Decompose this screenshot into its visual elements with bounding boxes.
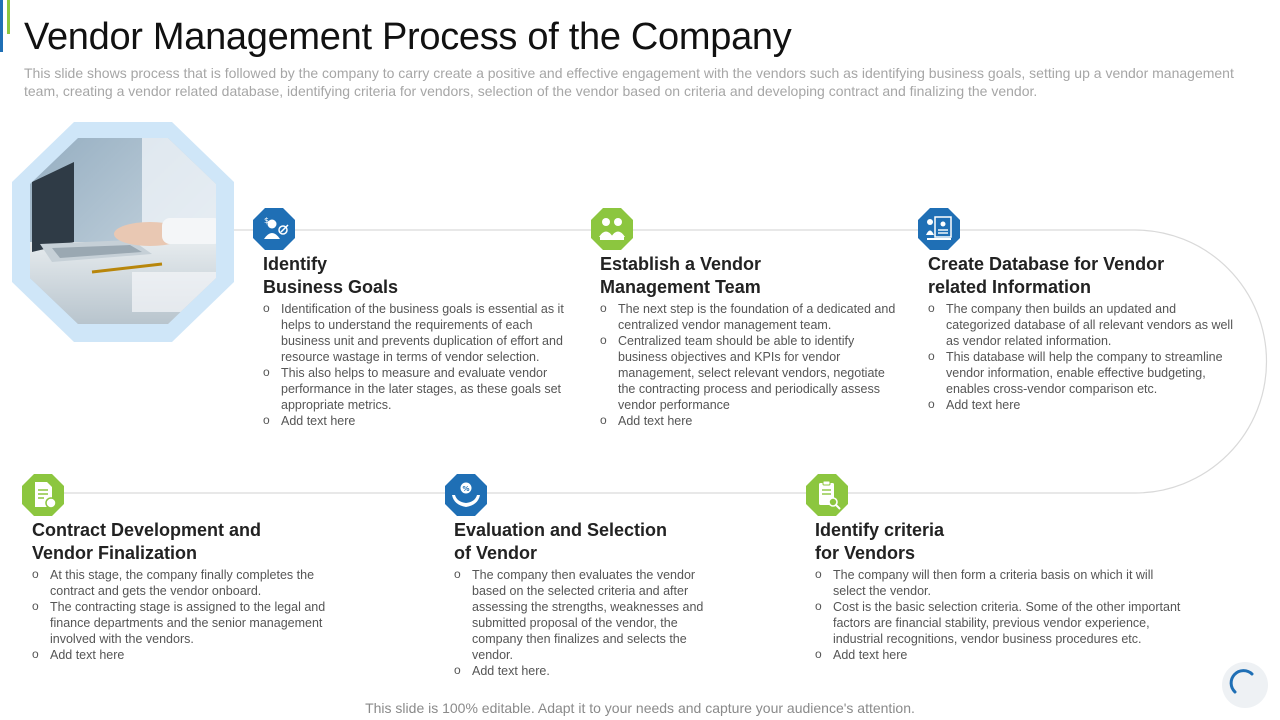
hands-percent-icon: % — [444, 473, 488, 517]
slide-subtitle: This slide shows process that is followe… — [24, 65, 1234, 99]
svg-text:$: $ — [264, 216, 269, 225]
slide-footer: This slide is 100% editable. Adapt it to… — [365, 700, 915, 716]
list-item: Add text here — [32, 646, 350, 663]
step-3-bullets: The company then builds an updated and c… — [928, 300, 1240, 413]
step-1-bullets: Identification of the business goals is … — [263, 300, 575, 429]
step-2-bullets: The next step is the foundation of a ded… — [600, 300, 905, 429]
list-item: The company will then form a criteria ba… — [815, 566, 1185, 599]
list-item: The company then builds an updated and c… — [928, 300, 1240, 349]
list-item: This also helps to measure and evaluate … — [263, 364, 575, 413]
database-icon — [917, 207, 961, 251]
team-icon — [590, 207, 634, 251]
step-5-bullets: The company then evaluates the vendor ba… — [454, 566, 726, 679]
list-item: This database will help the company to s… — [928, 348, 1240, 397]
accent-bar-blue — [0, 0, 3, 52]
accent-bar-green — [7, 0, 10, 34]
step-2-title: Establish a Vendor Management Team — [600, 254, 762, 297]
slide-title: Vendor Management Process of the Company — [24, 16, 792, 58]
step-6-title: Identify criteria for Vendors — [815, 520, 945, 563]
svg-text:%: % — [463, 485, 470, 493]
list-item: The contracting stage is assigned to the… — [32, 598, 350, 647]
list-item: Add text here. — [454, 662, 726, 679]
list-item: The company then evaluates the vendor ba… — [454, 566, 726, 663]
step-4-bullets: At this stage, the company finally compl… — [32, 566, 350, 663]
step-4-title: Contract Development and Vendor Finaliza… — [32, 520, 262, 563]
list-item: The next step is the foundation of a ded… — [600, 300, 905, 333]
list-item: Identification of the business goals is … — [263, 300, 575, 365]
list-item: Add text here — [600, 412, 905, 429]
list-item: Add text here — [928, 396, 1240, 413]
list-item: At this stage, the company finally compl… — [32, 566, 350, 599]
hero-photo — [12, 122, 234, 342]
contract-icon — [21, 473, 65, 517]
list-item: Centralized team should be able to ident… — [600, 332, 905, 413]
list-item: Add text here — [263, 412, 575, 429]
step-3-title: Create Database for Vendor related Infor… — [928, 254, 1165, 297]
step-5-title: Evaluation and Selection of Vendor — [454, 520, 668, 563]
list-item: Add text here — [815, 646, 1185, 663]
step-1-title: Identify Business Goals — [263, 254, 399, 297]
list-item: Cost is the basic selection criteria. So… — [815, 598, 1185, 647]
step-6-bullets: The company will then form a criteria ba… — [815, 566, 1185, 663]
clipboard-search-icon — [805, 473, 849, 517]
loading-spinner-icon — [1222, 662, 1268, 708]
business-goals-icon: $ — [252, 207, 296, 251]
